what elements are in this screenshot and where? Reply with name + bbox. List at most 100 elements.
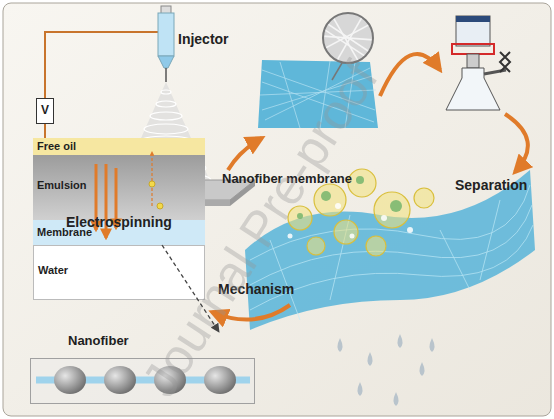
flow-arrow <box>228 138 262 170</box>
dashed-leader-arrow <box>162 245 219 332</box>
oil-droplet <box>157 203 163 209</box>
fiber <box>345 62 355 128</box>
water-drop <box>430 338 435 352</box>
nanofiber-frame <box>30 358 255 404</box>
spiral-loop <box>144 124 188 134</box>
voltage-box: V <box>36 98 54 124</box>
droplet <box>374 192 410 228</box>
spiral-loop <box>150 112 182 120</box>
fiber <box>280 62 300 128</box>
water-drop <box>394 392 399 406</box>
funnel-rim <box>456 16 490 22</box>
bubble <box>381 215 387 221</box>
background-panel <box>3 3 551 416</box>
fiber-strand <box>36 377 250 384</box>
droplet <box>314 184 346 216</box>
nanofiber-panel: Nanofiber <box>30 332 255 404</box>
inner-droplets <box>297 176 402 219</box>
node-text: Nanofiber <box>68 334 255 348</box>
watermark: Journal Pre-proof <box>116 29 404 419</box>
droplet-core <box>356 176 364 184</box>
bubble <box>350 234 355 239</box>
oil-droplets <box>288 169 434 256</box>
fiber <box>262 76 372 110</box>
wire <box>45 32 158 98</box>
membrane-holder <box>452 44 494 54</box>
stage-label: Separation <box>455 177 527 193</box>
fiber <box>440 230 470 290</box>
fiber-bead <box>54 366 86 394</box>
node-text: Emulsion <box>37 179 205 191</box>
droplet-core <box>297 213 303 219</box>
funnel-stem <box>467 54 479 68</box>
needle <box>165 68 167 82</box>
collector-edge <box>230 180 255 206</box>
stage-label: Nanofiber membrane <box>222 171 352 186</box>
flow-arrow <box>212 305 290 320</box>
water-drop <box>398 334 403 348</box>
node-text: Water <box>38 264 204 276</box>
node-text: Membrane <box>37 226 205 238</box>
syringe-barrel <box>158 13 174 56</box>
membrane-fibers <box>260 61 376 128</box>
node-text: Free oil <box>37 140 205 152</box>
spiral-loop <box>161 90 171 94</box>
flow-arrow <box>505 114 528 172</box>
magnifier-lens <box>323 13 373 63</box>
closeup-fibers <box>250 185 533 320</box>
fiber <box>335 12 365 64</box>
fiber-bead <box>104 366 136 394</box>
permeate-arrow <box>95 164 98 230</box>
magnified-fibers <box>322 12 374 64</box>
droplet <box>366 236 386 256</box>
water-drops <box>338 334 435 406</box>
water-drop <box>358 382 363 396</box>
filter-flask <box>446 68 500 110</box>
bubble <box>288 234 293 239</box>
magnifier-handle <box>332 63 342 80</box>
fiber <box>262 82 374 122</box>
fiber <box>480 200 500 280</box>
droplet-core <box>321 191 331 201</box>
droplet <box>307 237 325 255</box>
fiber-bead <box>204 366 236 394</box>
droplet <box>334 220 358 244</box>
droplet <box>288 206 312 230</box>
edge-group <box>162 245 219 332</box>
spiral-loop <box>156 101 176 107</box>
water-drop <box>338 338 343 352</box>
water-drop <box>368 352 373 366</box>
bubble <box>335 203 341 209</box>
fiber <box>262 70 375 110</box>
emulsion-layer: Emulsion <box>33 155 205 220</box>
component-label: Injector <box>178 31 229 47</box>
membrane-layer: Membrane <box>33 220 205 245</box>
droplet-core <box>390 200 402 212</box>
water-drop <box>420 362 425 376</box>
permeate-arrow <box>115 168 118 228</box>
fiber <box>320 61 330 128</box>
droplet <box>348 169 376 197</box>
syringe-tip <box>158 56 174 68</box>
funnel-cup <box>456 16 490 46</box>
magnifier-rim <box>323 13 373 63</box>
droplet <box>414 188 434 208</box>
bubbles <box>288 203 414 239</box>
stage-label: Electrospinning <box>66 214 172 230</box>
clamp <box>500 52 510 72</box>
flow-arrow <box>380 54 440 96</box>
fiber <box>322 28 374 62</box>
bubble <box>407 227 413 233</box>
water-layer: Water <box>33 245 205 300</box>
oil-layer: Free oil <box>33 138 205 155</box>
fiber-bead <box>154 366 186 394</box>
fiber <box>322 20 374 55</box>
stage-label: Mechanism <box>218 281 294 297</box>
oil-rise-arrow <box>151 152 152 206</box>
node-text: V <box>37 104 53 117</box>
